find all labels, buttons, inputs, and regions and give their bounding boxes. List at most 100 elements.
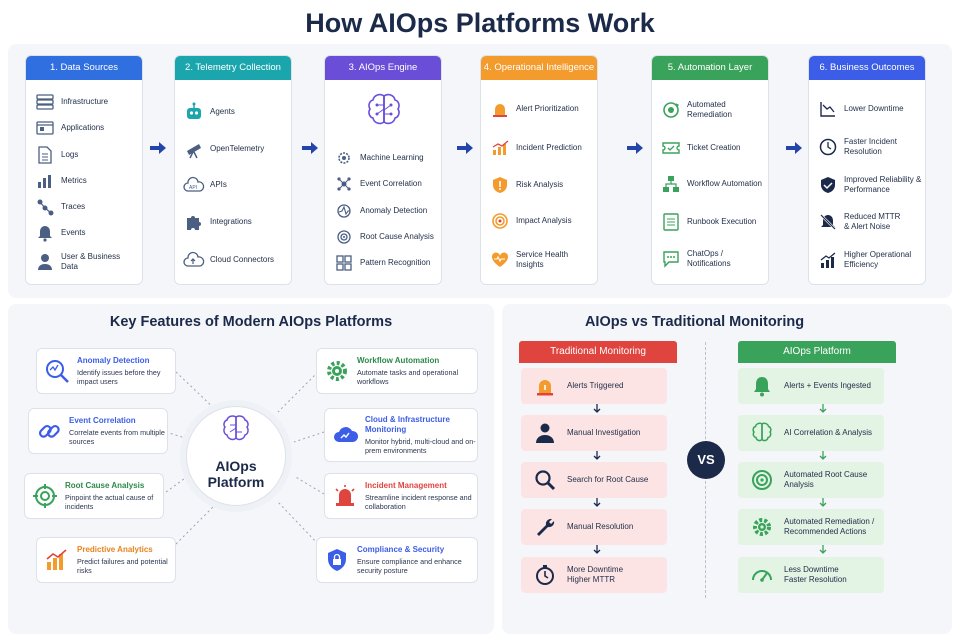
arrow-down-icon [819,451,827,460]
workflow-icon [660,173,682,195]
feature-desc: Predict failures and potential risks [77,557,168,575]
arrow-down-icon [819,404,827,413]
list-item: Integrations [183,211,289,233]
refresh-gear-icon [660,99,682,121]
item-label: Events [61,228,86,237]
item-label: Applications [61,123,105,132]
list-item: Logs [34,144,140,166]
aiops-step: Less Downtime Faster Resolution [738,557,884,593]
cloud-upload-icon [183,249,205,271]
item-label: Risk Analysis [516,180,564,189]
feature-desc: Monitor hybrid, multi-cloud and on-prem … [365,437,476,455]
item-label: Impact Analysis [516,216,572,225]
user-icon [34,251,56,273]
step-label: More Downtime Higher MTTR [567,565,624,584]
list-item: Infrastructure [34,91,140,113]
item-label: Cloud Connectors [210,255,275,264]
gear-icon [750,515,774,539]
aiops-step: Automated Remediation / Recommended Acti… [738,509,884,545]
comparison-title: AIOps vs Traditional Monitoring [584,314,805,330]
robot-agent-icon [183,101,205,123]
item-label: Higher Operational Efficiency [844,250,912,269]
list-item: Service Health Insights [489,249,595,271]
list-item: Metrics [34,170,140,192]
item-label: User & Business Data [61,252,121,271]
item-label: Automated Remediation [687,100,732,119]
list-item: Events [34,222,140,244]
arrow-right-icon [627,142,643,154]
list-item: Faster Incident Resolution [817,136,923,158]
item-label: Logs [61,150,79,159]
arrow-right-icon [786,142,802,154]
hub-label-line: AIOps [215,458,257,474]
item-label: Event Correlation [360,179,422,188]
list-item: Applications [34,117,140,139]
feature-title: Incident Management [365,481,447,490]
ticket-icon [660,137,682,159]
list-item: Alert Prioritization [489,98,595,120]
traditional-step: Search for Root Cause [521,462,667,498]
step-label: Less Downtime Faster Resolution [784,565,847,584]
grid-pattern-icon [333,252,355,274]
aiops-step: Alerts + Events Ingested [738,368,884,404]
feature-title: Event Correlation [69,416,136,425]
item-label: Faster Incident Resolution [844,137,897,156]
feature-desc: Pinpoint the actual cause of incidents [65,493,154,511]
application-window-icon [34,117,56,139]
chat-bubble-icon [660,248,682,270]
traditional-header: Traditional Monitoring [519,341,677,363]
list-item: Incident Prediction [489,137,595,159]
column-header: 5. Automation Layer [652,56,768,80]
item-label: Runbook Execution [687,217,757,226]
document-icon [34,144,56,166]
arrow-down-icon [819,545,827,554]
alarm-icon [533,374,557,398]
list-item: Machine Learning [333,147,439,169]
list-item: Event Correlation [333,173,439,195]
feature-desc: Ensure compliance and enhance security p… [357,557,462,575]
arrow-down-icon [593,451,601,460]
column-header: 1. Data Sources [26,56,142,80]
wrench-icon [533,515,557,539]
traditional-step: More Downtime Higher MTTR [521,557,667,593]
bell-icon [34,222,56,244]
trend-chart-icon [489,137,511,159]
arrow-down-icon [819,498,827,507]
item-label: Lower Downtime [844,104,904,113]
item-label: Root Cause Analysis [360,232,434,241]
arrow-down-icon [593,404,601,413]
server-icon [34,91,56,113]
item-label: Infrastructure [61,97,109,106]
item-label: Integrations [210,217,252,226]
brain-icon [750,421,774,445]
step-label: Automated Remediation / Recommended Acti… [784,517,875,536]
list-item: Ticket Creation [660,137,766,159]
list-item: Workflow Automation [660,173,766,195]
item-label: Anomaly Detection [360,206,428,215]
item-label: Traces [61,202,86,211]
correlation-nodes-icon [333,173,355,195]
feature-title: Compliance & Security [357,545,445,554]
arrow-right-icon [302,142,318,154]
item-label: Metrics [61,176,87,185]
alarm-light-icon [489,98,511,120]
item-label: Service Health Insights [516,250,569,269]
features-title: Key Features of Modern AIOps Platforms [109,314,393,330]
brain-circuit-icon [220,414,252,451]
analytics-chart-icon [43,546,71,574]
step-label: Search for Root Cause [567,475,649,484]
feature-title: Predictive Analytics [77,545,153,554]
target-icon [333,226,355,248]
item-label: Alert Prioritization [516,104,579,113]
feature-desc: Identify issues before they impact users [77,368,161,386]
column-header: 6. Business Outcomes [809,56,925,80]
pipeline-column-data-sources: 1. Data Sources Infrastructure Applicati… [25,55,143,285]
clock-icon [817,136,839,158]
